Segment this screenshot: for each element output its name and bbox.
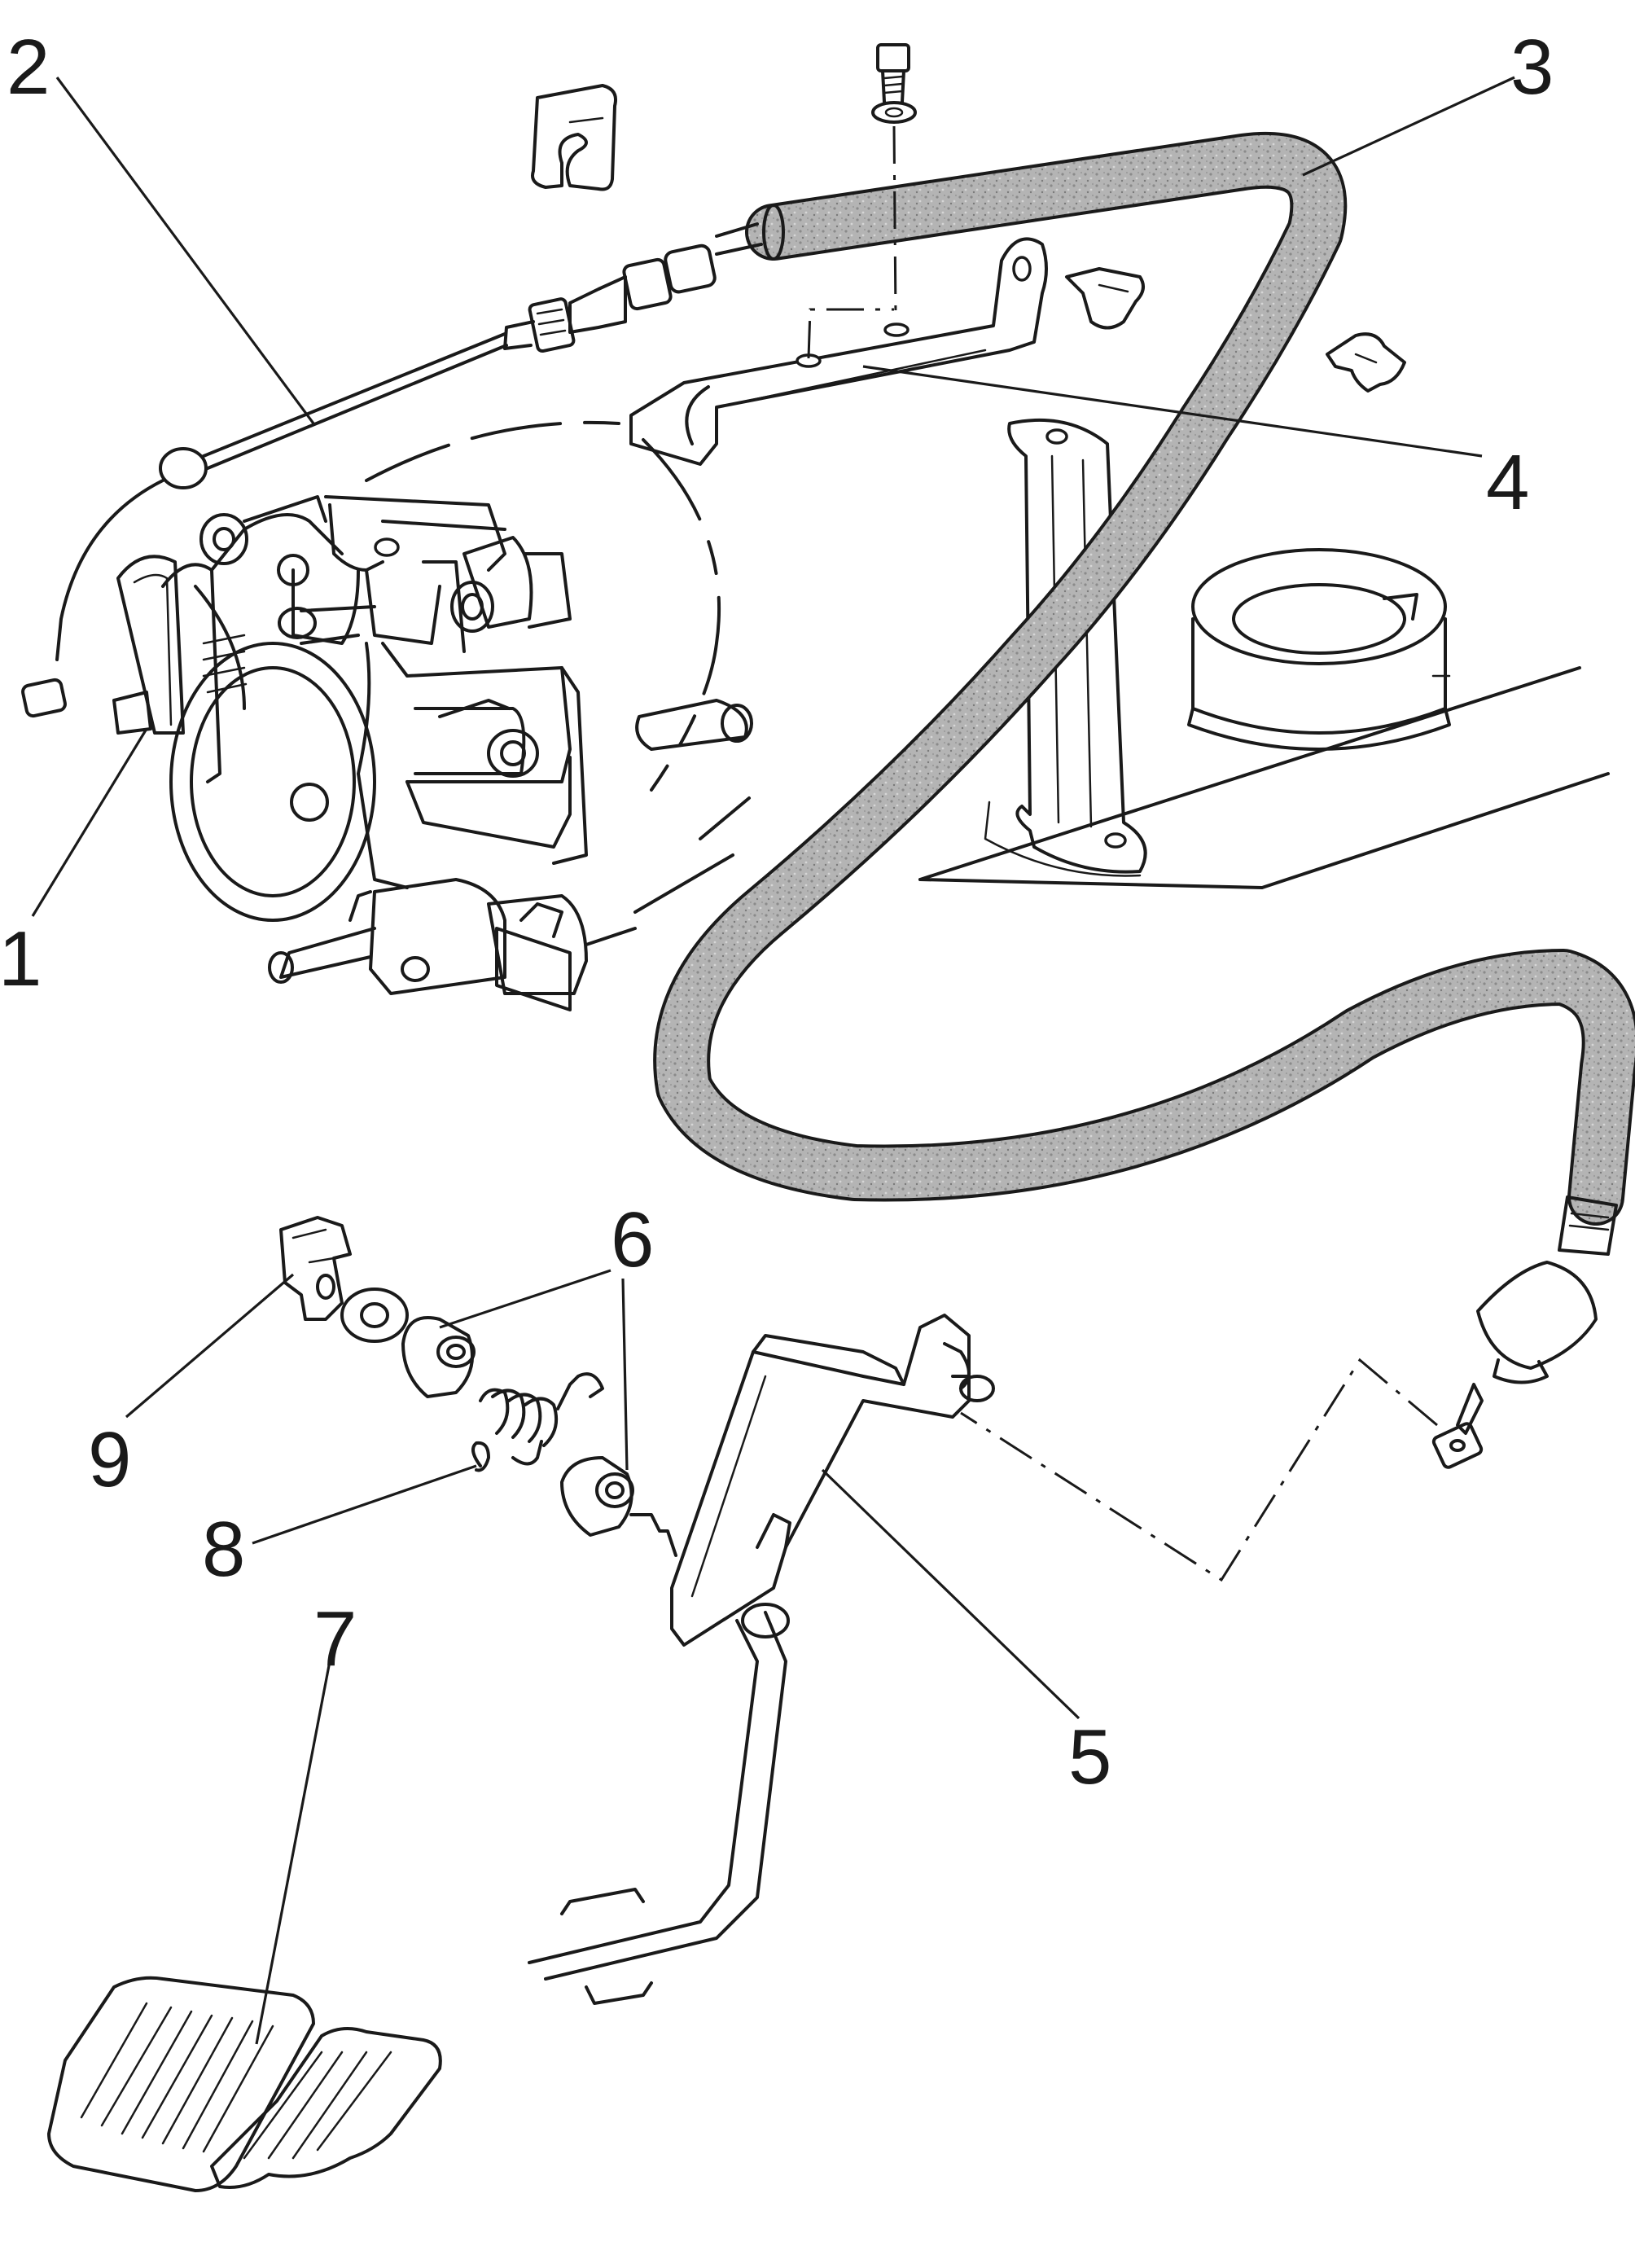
idle-air-control xyxy=(268,878,588,1011)
leader-9 xyxy=(125,1273,295,1419)
callout-1: 1 xyxy=(0,915,42,1002)
callouts: 1 2 3 4 5 6 7 8 9 xyxy=(0,24,1554,1801)
pedal-arm xyxy=(528,1603,790,2005)
callout-9: 9 xyxy=(88,1416,131,1503)
retaining-clip-9 xyxy=(279,1216,352,1321)
pedal-return-spring xyxy=(479,1372,604,1466)
callout-2: 2 xyxy=(7,24,50,111)
cable-bracket xyxy=(629,237,1048,466)
callout-3: 3 xyxy=(1510,24,1554,111)
pedal-bushing-6b xyxy=(560,1456,677,1557)
leader-6b xyxy=(621,1278,629,1471)
cable-clip-right-2 xyxy=(1326,332,1406,393)
leader-5 xyxy=(821,1468,1081,1720)
pedal-bushing-washer xyxy=(340,1288,409,1343)
leader-1 xyxy=(31,728,148,917)
cable-sheath xyxy=(653,131,1635,1226)
callout-6: 6 xyxy=(611,1196,654,1283)
leader-2 xyxy=(55,77,315,424)
leader-6a xyxy=(439,1269,611,1329)
cable-clip-top xyxy=(531,84,617,191)
leader-3 xyxy=(1302,76,1515,177)
callout-4: 4 xyxy=(1486,439,1529,526)
pedal-bushing-6a xyxy=(401,1316,476,1398)
callout-5: 5 xyxy=(1068,1713,1111,1801)
cable-clip-right-1 xyxy=(1065,267,1145,330)
bolt xyxy=(871,43,917,318)
intake-manifold xyxy=(918,548,1610,889)
retaining-clip-8 xyxy=(471,1441,490,1472)
leader-4 xyxy=(862,365,1483,458)
leader-8 xyxy=(252,1464,477,1545)
pedal-bracket xyxy=(670,1314,995,1647)
pedal-pad-rear xyxy=(210,2027,442,2189)
throttle-body xyxy=(112,495,753,922)
callout-8: 8 xyxy=(202,1506,245,1593)
pedal-pad-main xyxy=(47,1976,315,2192)
cable-throttle-end xyxy=(21,222,763,718)
throttle-mount-outline xyxy=(365,420,751,946)
leader-7 xyxy=(255,1660,331,2045)
cable-pedal-end xyxy=(960,1195,1618,1582)
callout-7: 7 xyxy=(313,1595,357,1682)
leader-lines xyxy=(31,76,1515,2045)
